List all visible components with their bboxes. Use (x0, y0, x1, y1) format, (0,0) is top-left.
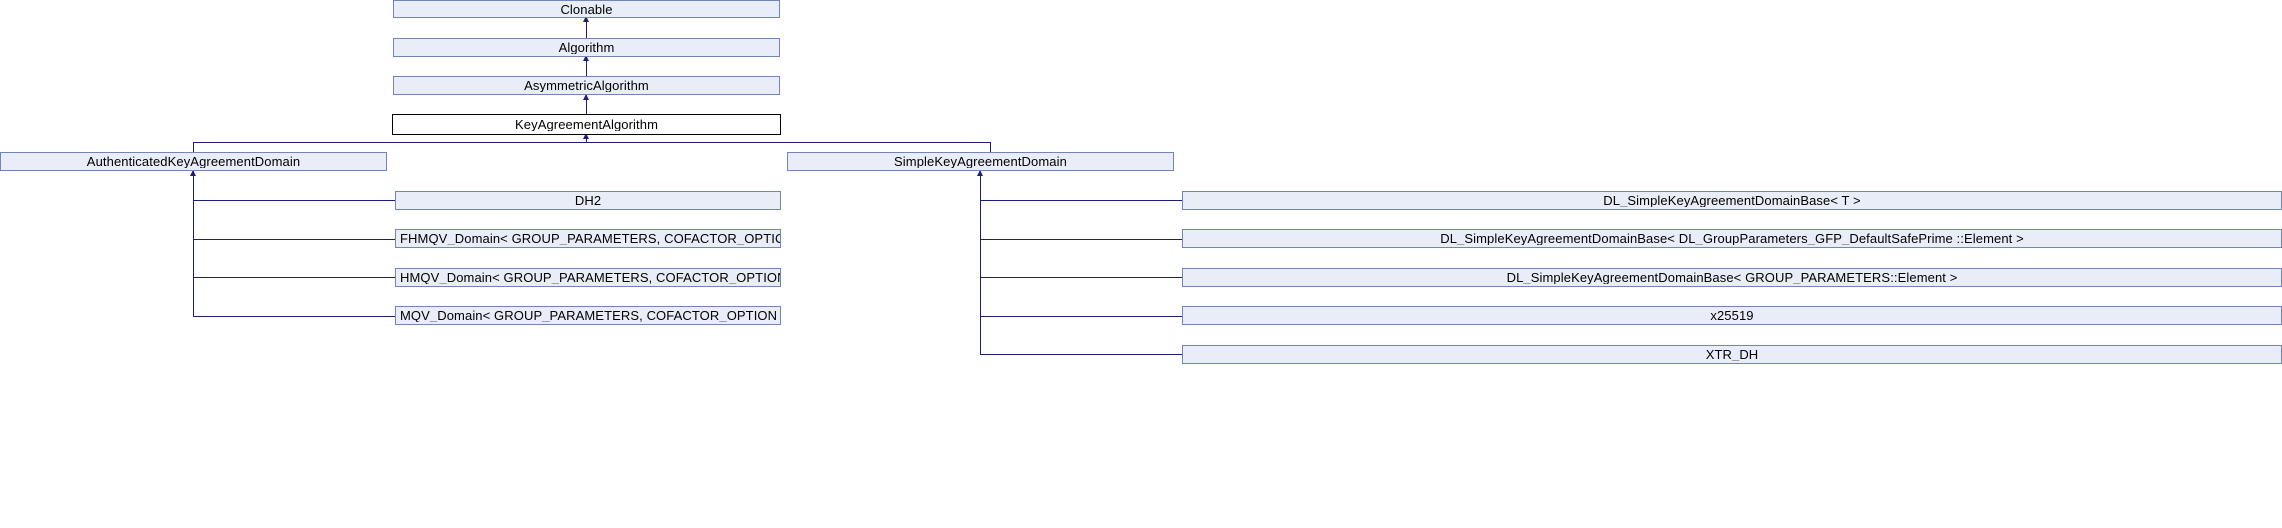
arrow-algorithm-to-clonable (583, 16, 589, 22)
edge-right-branch-dl-t (980, 200, 1182, 201)
node-fhmqv-domain-label: FHMQV_Domain< GROUP_PARAMETERS, COFACTOR… (400, 232, 780, 245)
edge-left-branch-dh2 (193, 200, 395, 201)
node-asymmetric-algorithm-label: AsymmetricAlgorithm (524, 79, 649, 92)
arrow-asymmetric-to-algorithm (583, 55, 589, 61)
node-dl-simple-base-t-label: DL_SimpleKeyAgreementDomainBase< T > (1603, 194, 1861, 207)
node-algorithm[interactable]: Algorithm (393, 38, 780, 57)
node-authenticated-key-agreement-domain[interactable]: AuthenticatedKeyAgreementDomain (0, 152, 387, 171)
node-simple-key-agreement-domain[interactable]: SimpleKeyAgreementDomain (787, 152, 1174, 171)
node-authenticated-key-agreement-domain-label: AuthenticatedKeyAgreementDomain (86, 155, 301, 168)
node-algorithm-label: Algorithm (558, 41, 615, 54)
edge-bus-drop-left (193, 142, 194, 152)
node-key-agreement-algorithm-label: KeyAgreementAlgorithm (515, 118, 658, 131)
arrow-left-spine-to-parent (190, 170, 196, 176)
node-dl-simple-base-group-label: DL_SimpleKeyAgreementDomainBase< GROUP_P… (1506, 271, 1958, 284)
node-dh2[interactable]: DH2 (395, 191, 781, 210)
node-key-agreement-algorithm[interactable]: KeyAgreementAlgorithm (392, 114, 781, 135)
edge-left-branch-hmqv (193, 277, 395, 278)
node-x25519[interactable]: x25519 (1182, 306, 2282, 325)
node-dl-simple-base-t[interactable]: DL_SimpleKeyAgreementDomainBase< T > (1182, 191, 2282, 210)
edge-left-branch-mqv (193, 316, 395, 317)
node-x25519-label: x25519 (1710, 309, 1754, 322)
node-dl-simple-base-group[interactable]: DL_SimpleKeyAgreementDomainBase< GROUP_P… (1182, 268, 2282, 287)
node-hmqv-domain-label: HMQV_Domain< GROUP_PARAMETERS, COFACTOR_… (400, 271, 780, 284)
edge-right-branch-dl-gfp (980, 239, 1182, 240)
arrow-keyagreement-to-asymmetric (583, 94, 589, 100)
node-mqv-domain-label: MQV_Domain< GROUP_PARAMETERS, COFACTOR_O… (400, 309, 780, 322)
edge-bus-drop-right (990, 142, 991, 152)
edge-keyagreement-to-asymmetric (586, 95, 587, 119)
edge-right-branch-dl-group (980, 277, 1182, 278)
edge-right-spine (980, 171, 981, 355)
arrow-bus-to-keyagreement (583, 133, 589, 139)
edge-left-spine (193, 171, 194, 316)
node-asymmetric-algorithm[interactable]: AsymmetricAlgorithm (393, 76, 780, 95)
arrow-right-spine-to-parent (977, 170, 983, 176)
node-fhmqv-domain[interactable]: FHMQV_Domain< GROUP_PARAMETERS, COFACTOR… (395, 229, 781, 248)
edge-left-branch-fhmqv (193, 239, 395, 240)
edge-asymmetric-to-algorithm (586, 56, 587, 80)
node-simple-key-agreement-domain-label: SimpleKeyAgreementDomain (894, 155, 1067, 168)
node-xtr-dh[interactable]: XTR_DH (1182, 345, 2282, 364)
node-clonable-label: Clonable (560, 2, 613, 16)
edge-algorithm-to-clonable (586, 17, 587, 41)
node-dl-simple-base-gfp-label: DL_SimpleKeyAgreementDomainBase< DL_Grou… (1440, 232, 2024, 245)
node-dl-simple-base-gfp[interactable]: DL_SimpleKeyAgreementDomainBase< DL_Grou… (1182, 229, 2282, 248)
node-mqv-domain[interactable]: MQV_Domain< GROUP_PARAMETERS, COFACTOR_O… (395, 306, 781, 325)
edge-right-branch-xtr-dh (980, 354, 1182, 355)
node-hmqv-domain[interactable]: HMQV_Domain< GROUP_PARAMETERS, COFACTOR_… (395, 268, 781, 287)
node-dh2-label: DH2 (574, 194, 602, 207)
edge-right-branch-x25519 (980, 316, 1182, 317)
edge-bus-horizontal (193, 142, 990, 143)
node-clonable[interactable]: Clonable (393, 0, 780, 18)
node-xtr-dh-label: XTR_DH (1705, 348, 1759, 361)
